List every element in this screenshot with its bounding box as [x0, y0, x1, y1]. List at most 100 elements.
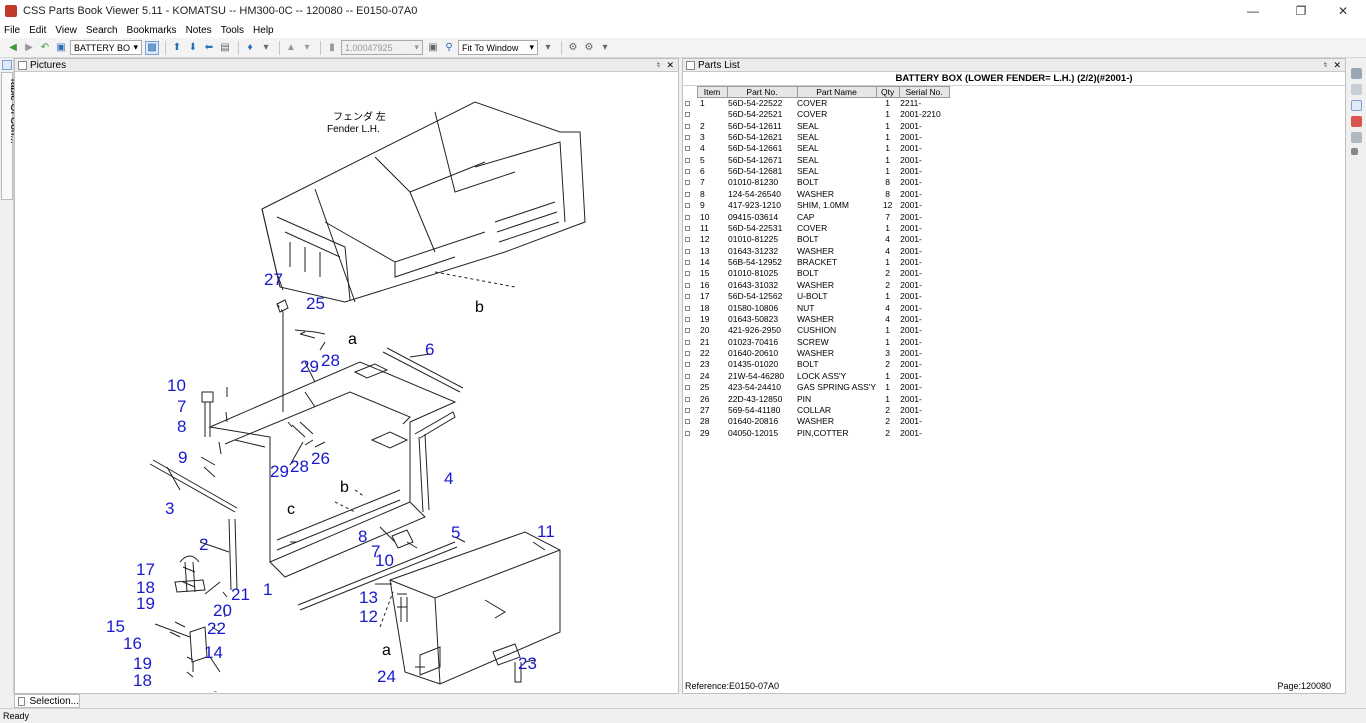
parts-list-icon[interactable]: [1351, 100, 1362, 111]
close-pane-icon[interactable]: ✕: [1333, 60, 1341, 70]
menu-edit[interactable]: Edit: [29, 24, 47, 36]
callout-15[interactable]: 15: [106, 617, 125, 636]
row-checkbox[interactable]: [683, 268, 697, 279]
callout-7[interactable]: 7: [177, 397, 186, 416]
notes-icon[interactable]: [1351, 68, 1362, 79]
row-checkbox[interactable]: [683, 98, 697, 110]
callout-14[interactable]: 14: [204, 643, 223, 662]
bookmark-icon[interactable]: ♦: [247, 42, 253, 53]
row-checkbox[interactable]: [683, 325, 697, 336]
menu-view[interactable]: View: [55, 24, 77, 36]
callout-7[interactable]: 7: [371, 542, 380, 561]
toolbar-options-icon[interactable]: ▾: [545, 42, 551, 53]
row-checkbox[interactable]: [683, 348, 697, 359]
toolbar-options-icon[interactable]: ▾: [263, 42, 269, 53]
col-item[interactable]: Item: [696, 86, 728, 98]
row-checkbox[interactable]: [683, 257, 697, 268]
menu-tools[interactable]: Tools: [220, 24, 245, 36]
row-checkbox[interactable]: [683, 280, 697, 291]
arrow-down-icon[interactable]: ⬇: [188, 42, 198, 53]
row-checkbox[interactable]: [683, 382, 697, 393]
callout-16[interactable]: 16: [123, 634, 142, 653]
callout-23[interactable]: 23: [518, 654, 537, 673]
row-checkbox[interactable]: [683, 416, 697, 427]
callout-21[interactable]: 21: [231, 585, 250, 604]
row-checkbox[interactable]: [683, 428, 697, 439]
row-checkbox[interactable]: [683, 393, 697, 404]
toolbar-options-icon[interactable]: ▾: [602, 42, 608, 53]
col-qty[interactable]: Qty: [875, 86, 900, 98]
book-select[interactable]: BATTERY BO▾: [70, 40, 142, 55]
callout-9[interactable]: 9: [178, 448, 187, 467]
callout-2[interactable]: 2: [199, 535, 208, 554]
history-icon[interactable]: [1351, 84, 1362, 95]
row-checkbox[interactable]: [683, 223, 697, 234]
search-icon[interactable]: [1351, 116, 1362, 127]
row-checkbox[interactable]: [683, 211, 697, 222]
arrow-up-icon[interactable]: ⬆: [172, 42, 182, 53]
callout-8[interactable]: 8: [177, 417, 186, 436]
menu-notes[interactable]: Notes: [185, 24, 212, 36]
menu-bookmarks[interactable]: Bookmarks: [126, 24, 177, 36]
close-pane-icon[interactable]: ✕: [666, 60, 674, 70]
zoom-area-icon[interactable]: ▣: [428, 42, 438, 53]
parts-diagram[interactable]: フェンダ 左 Fender L.H. 00047925 b b a a c c …: [15, 72, 678, 692]
row-checkbox[interactable]: [683, 109, 697, 120]
pin-icon[interactable]: ♮: [656, 60, 660, 70]
callout-25[interactable]: 25: [306, 294, 325, 313]
callout-17[interactable]: 17: [136, 560, 155, 579]
row-checkbox[interactable]: [683, 120, 697, 131]
callout-29[interactable]: 29: [270, 462, 289, 481]
row-checkbox[interactable]: [683, 291, 697, 302]
callout-10[interactable]: 10: [167, 376, 186, 395]
col-part-name[interactable]: Part Name: [796, 86, 877, 98]
callout-1[interactable]: 1: [263, 580, 272, 599]
row-checkbox[interactable]: [683, 246, 697, 257]
row-checkbox[interactable]: [683, 234, 697, 245]
document-icon[interactable]: ▤: [220, 42, 230, 53]
row-checkbox[interactable]: [683, 166, 697, 177]
row-checkbox[interactable]: [683, 132, 697, 143]
row-checkbox[interactable]: [683, 302, 697, 313]
menu-help[interactable]: Help: [253, 24, 274, 36]
row-checkbox[interactable]: [683, 200, 697, 211]
callout-10[interactable]: 10: [375, 551, 394, 570]
callout-5[interactable]: 5: [451, 523, 460, 542]
callout-11[interactable]: 11: [537, 522, 555, 541]
row-checkbox[interactable]: [683, 155, 697, 166]
row-checkbox[interactable]: [683, 337, 697, 348]
print-icon[interactable]: ▮: [329, 42, 335, 53]
callout-28[interactable]: 28: [321, 351, 340, 370]
book-icon[interactable]: ▣: [56, 42, 66, 53]
callout-27[interactable]: 27: [264, 270, 283, 289]
callout-18[interactable]: 18: [133, 671, 152, 690]
callout-6[interactable]: 6: [425, 340, 434, 359]
callout-8[interactable]: 8: [358, 527, 367, 546]
chevron-down-icon[interactable]: [1351, 148, 1358, 155]
go-back-icon[interactable]: ↶: [40, 42, 50, 53]
maximize-icon[interactable]: ❐: [1295, 4, 1307, 18]
row-checkbox[interactable]: [683, 359, 697, 370]
forward-icon[interactable]: ▶: [25, 42, 33, 53]
zoom-select[interactable]: Fit To Window▾: [458, 40, 538, 55]
cart-dropdown-icon[interactable]: ▾: [304, 42, 310, 53]
